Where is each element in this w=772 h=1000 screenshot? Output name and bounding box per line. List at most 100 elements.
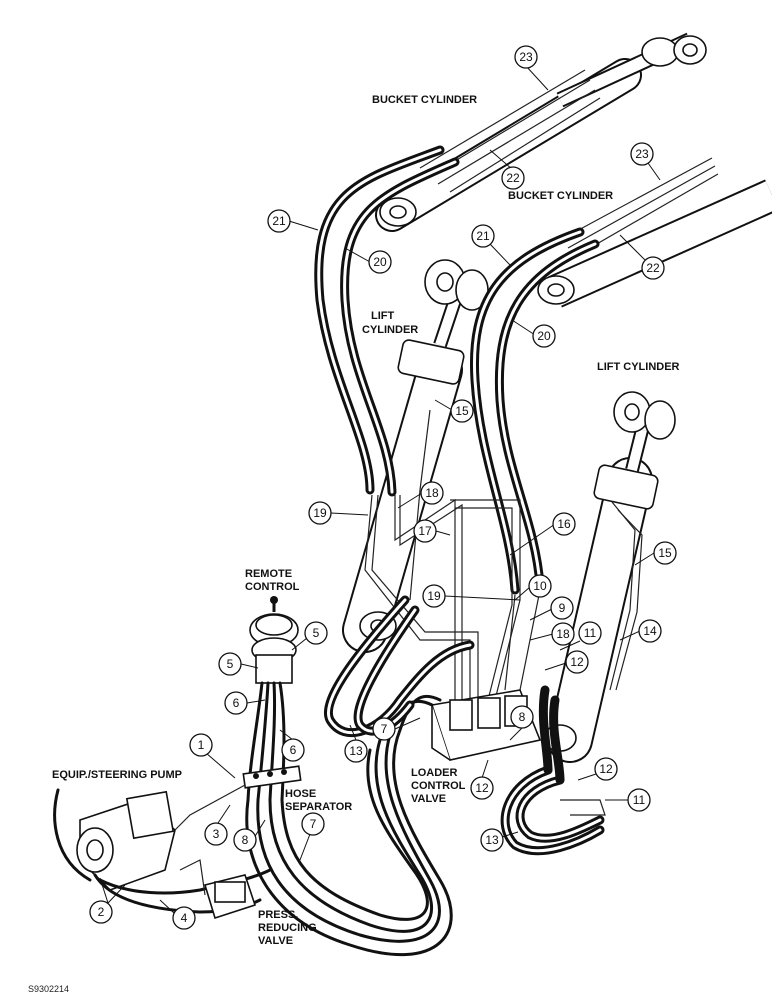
svg-text:11: 11 xyxy=(633,793,646,807)
label-loader-control-valve-2: CONTROL xyxy=(411,780,466,792)
callout-14: 14 xyxy=(619,619,662,643)
label-lift-cylinder-right: LIFT CYLINDER xyxy=(597,361,680,373)
callout-15-right: 15 xyxy=(634,541,677,566)
label-press-reducing-valve-2: REDUCING xyxy=(258,922,317,934)
svg-text:20: 20 xyxy=(537,329,551,343)
svg-text:15: 15 xyxy=(455,404,469,418)
svg-text:13: 13 xyxy=(485,833,499,847)
callout-6-lower: 6 xyxy=(279,729,305,762)
svg-text:2: 2 xyxy=(98,905,105,919)
callouts: 23 22 21 20 23 22 xyxy=(89,45,677,930)
callout-12-valve: 12 xyxy=(470,759,494,800)
svg-text:19: 19 xyxy=(313,506,327,520)
label-lift-cylinder-left-1: LIFT xyxy=(371,310,394,322)
svg-text:15: 15 xyxy=(658,546,672,560)
svg-text:12: 12 xyxy=(570,655,584,669)
svg-text:3: 3 xyxy=(213,827,220,841)
bucket-cylinder-left xyxy=(375,32,707,232)
callout-18-upper: 18 xyxy=(397,481,444,509)
label-loader-control-valve-1: LOADER xyxy=(411,767,458,779)
lift-cylinder-left xyxy=(342,259,489,653)
svg-text:16: 16 xyxy=(557,517,571,531)
svg-text:5: 5 xyxy=(313,626,320,640)
label-hose-separator-1: HOSE xyxy=(285,788,316,800)
label-loader-control-valve-3: VALVE xyxy=(411,793,446,805)
remote-control xyxy=(249,596,299,684)
press-reducing-valve xyxy=(203,874,257,920)
bucket-cylinder-right xyxy=(537,157,772,308)
label-lift-cylinder-left-2: CYLINDER xyxy=(362,324,418,336)
callout-11-lower: 11 xyxy=(605,788,651,812)
svg-text:23: 23 xyxy=(519,50,533,64)
svg-text:14: 14 xyxy=(643,624,657,638)
callout-7-upper: 7 xyxy=(372,717,421,741)
label-equip-steering-pump: EQUIP./STEERING PUMP xyxy=(52,769,182,781)
svg-text:9: 9 xyxy=(559,601,566,615)
svg-text:13: 13 xyxy=(349,744,363,758)
callout-19-left: 19 xyxy=(308,501,369,525)
callout-23-right: 23 xyxy=(630,142,661,181)
label-press-reducing-valve-3: VALVE xyxy=(258,935,293,947)
svg-text:4: 4 xyxy=(181,911,188,925)
svg-text:19: 19 xyxy=(427,589,441,603)
svg-text:10: 10 xyxy=(533,579,547,593)
svg-text:12: 12 xyxy=(599,762,613,776)
svg-text:7: 7 xyxy=(381,722,388,736)
callout-21-right: 21 xyxy=(471,224,511,266)
callout-19-lower: 19 xyxy=(422,584,521,608)
label-bucket-cylinder-left: BUCKET CYLINDER xyxy=(372,94,477,106)
label-press-reducing-valve-1: PRESS. xyxy=(258,909,298,921)
figure-ref: S9302214 xyxy=(28,984,69,994)
callout-21-left: 21 xyxy=(267,209,319,233)
callout-13-upper: 13 xyxy=(344,724,368,763)
callout-8-right: 8 xyxy=(509,705,534,741)
callout-9: 9 xyxy=(529,596,574,621)
callout-5-lower: 5 xyxy=(218,652,259,676)
callout-16: 16 xyxy=(509,512,576,556)
svg-text:11: 11 xyxy=(584,626,597,640)
svg-text:12: 12 xyxy=(475,781,489,795)
svg-text:5: 5 xyxy=(227,657,234,671)
callout-20-left: 20 xyxy=(344,247,392,274)
svg-text:23: 23 xyxy=(635,147,649,161)
label-remote-control-1: REMOTE xyxy=(245,568,292,580)
callout-8-left: 8 xyxy=(233,819,266,852)
svg-text:17: 17 xyxy=(418,524,432,538)
callout-5-upper: 5 xyxy=(291,621,328,651)
svg-text:8: 8 xyxy=(519,710,526,724)
callout-17: 17 xyxy=(413,519,451,543)
callout-13-lower: 13 xyxy=(480,828,519,852)
hose-separator xyxy=(242,765,302,789)
svg-text:6: 6 xyxy=(290,743,297,757)
callout-22-left: 22 xyxy=(489,149,525,190)
svg-text:22: 22 xyxy=(646,261,660,275)
callout-12-upper: 12 xyxy=(544,650,589,674)
svg-text:21: 21 xyxy=(476,229,490,243)
callout-2: 2 xyxy=(89,877,126,924)
callout-6-left: 6 xyxy=(224,691,266,715)
callout-20-right: 20 xyxy=(511,319,556,348)
svg-text:1: 1 xyxy=(198,738,205,752)
hoses-bucket-left xyxy=(314,145,460,497)
lift-cylinder-right xyxy=(543,391,676,763)
svg-text:6: 6 xyxy=(233,696,240,710)
callout-15-left: 15 xyxy=(434,399,474,423)
svg-text:21: 21 xyxy=(272,214,286,228)
callout-22-right: 22 xyxy=(619,234,665,280)
steel-tubes xyxy=(364,409,643,701)
label-bucket-cylinder-right: BUCKET CYLINDER xyxy=(508,190,613,202)
svg-text:18: 18 xyxy=(556,627,570,641)
label-remote-control-2: CONTROL xyxy=(245,581,300,593)
callout-12-lower: 12 xyxy=(577,757,618,781)
callout-4: 4 xyxy=(159,899,196,930)
svg-text:22: 22 xyxy=(506,171,520,185)
equip-steering-pump xyxy=(53,784,272,914)
callout-18-lower: 18 xyxy=(529,622,575,646)
svg-text:8: 8 xyxy=(242,833,249,847)
label-hose-separator-2: SEPARATOR xyxy=(285,801,352,813)
callout-11-upper: 11 xyxy=(559,621,602,651)
svg-text:7: 7 xyxy=(310,817,317,831)
callout-10: 10 xyxy=(514,574,552,601)
hoses-bucket-right xyxy=(469,227,600,595)
